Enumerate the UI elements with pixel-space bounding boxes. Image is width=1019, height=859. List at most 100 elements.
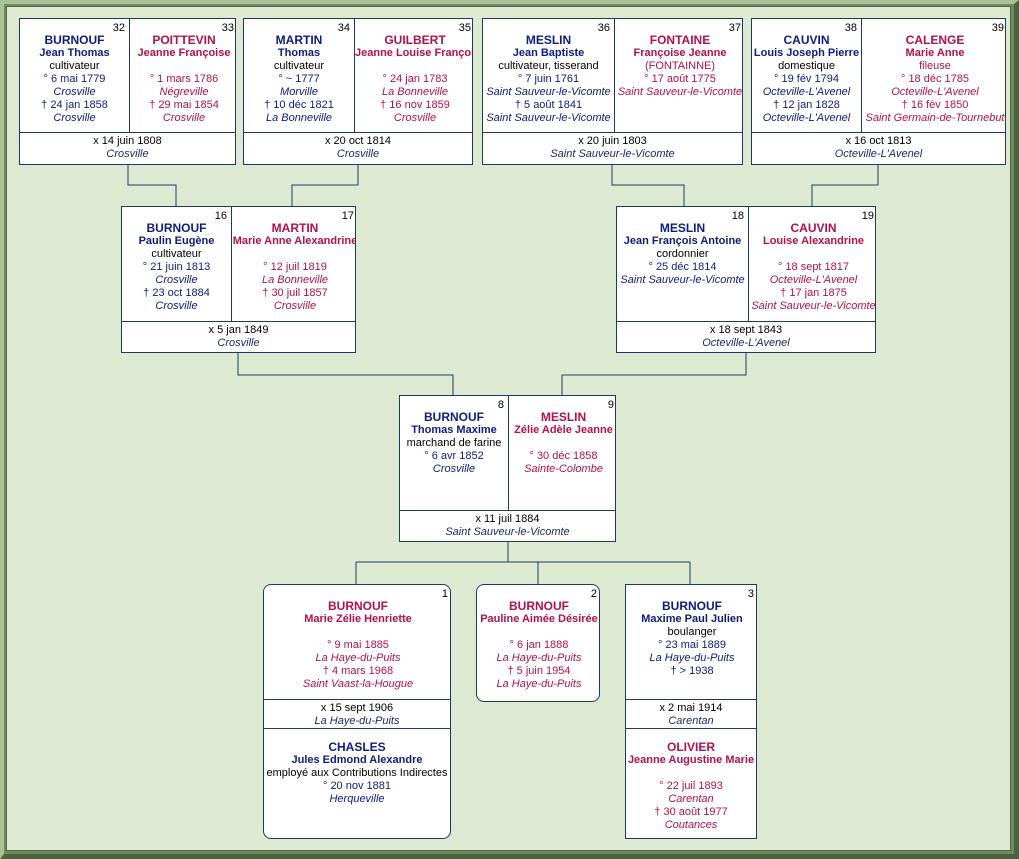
person-birth-place: La Bonneville <box>261 274 329 286</box>
child-box-3[interactable]: 3 BURNOUF Maxime Paul Julien boulanger °… <box>625 584 757 839</box>
sosa-number: 9 <box>607 399 614 411</box>
person-card-34[interactable]: 34 MARTIN Thomas cultivateur ° ~ 1777 Mo… <box>244 19 354 125</box>
child-box-2[interactable]: 2 BURNOUF Pauline Aimée Désirée ° 6 jan … <box>476 584 600 702</box>
couple-box-38-39[interactable]: 38 CAUVIN Louis Joseph Pierre domestique… <box>751 18 1006 165</box>
marriage-info: x 20 oct 1814 Crosville <box>244 132 472 161</box>
person-given-name: Jules Edmond Alexandre <box>291 754 423 766</box>
person-death-place: Crosville <box>53 112 96 124</box>
person-card-1[interactable]: 1 BURNOUF Marie Zélie Henriette ° 9 mai … <box>264 585 450 691</box>
couple-box-18-19[interactable]: 18 MESLIN Jean François Antoine cordonni… <box>616 206 876 353</box>
sosa-number: 34 <box>337 22 350 34</box>
marriage-date: x 20 juin 1803 <box>578 135 647 147</box>
person-birth: ° 6 mai 1779 <box>43 73 106 85</box>
person-death: † 24 jan 1858 <box>41 99 108 111</box>
person-birth: ° 23 mai 1889 <box>658 639 726 651</box>
sosa-number: 35 <box>458 22 471 34</box>
couple-box-32-33[interactable]: 32 BURNOUF Jean Thomas cultivateur ° 6 m… <box>19 18 236 165</box>
sosa-number: 19 <box>861 210 874 222</box>
sosa-number: 3 <box>747 588 754 600</box>
marriage-date: x 15 sept 1906 <box>320 702 394 714</box>
person-given-name: Jean Thomas <box>39 47 110 59</box>
person-birth: ° 19 fév 1794 <box>774 73 839 85</box>
person-surname: MARTIN <box>275 33 323 47</box>
person-birth-place: La Haye-du-Puits <box>649 652 735 664</box>
connector-line <box>237 352 454 395</box>
person-card-32[interactable]: 32 BURNOUF Jean Thomas cultivateur ° 6 m… <box>20 19 129 125</box>
person-birth: ° 21 juin 1813 <box>142 261 211 273</box>
connector-line <box>561 352 747 395</box>
person-given-name: Jean Baptiste <box>512 47 585 59</box>
marriage-date: x 18 sept 1843 <box>709 324 783 336</box>
person-card-8[interactable]: 8 BURNOUF Thomas Maxime marchand de fari… <box>400 396 508 476</box>
person-given-name: Françoise Jeanne <box>633 47 727 59</box>
person-surname: BURNOUF <box>328 599 388 613</box>
person-birth: ° 20 nov 1881 <box>322 780 391 792</box>
marriage-info: x 5 jan 1849 Crosville <box>122 321 355 350</box>
person-surname: CALENGE <box>905 33 965 47</box>
person-card-17[interactable]: 17 MARTIN Marie Anne Alexandrine ° 12 ju… <box>231 207 355 321</box>
person-death: † 30 juil 1857 <box>262 287 328 299</box>
person-given-name: Marie Zélie Henriette <box>304 613 412 625</box>
person-birth: ° 18 déc 1785 <box>900 73 969 85</box>
person-death-place: Crosville <box>393 112 437 124</box>
marriage-place: Carentan <box>668 715 714 727</box>
person-birth-place: Saint Sauveur-le-Vicomte <box>617 86 743 98</box>
connector-line <box>611 164 685 206</box>
person-birth-place: Sainte-Colombe <box>524 463 603 475</box>
person-card-33[interactable]: 33 POITTEVIN Jeanne Françoise ° 1 mars 1… <box>129 19 235 132</box>
marriage-place: Saint Sauveur-le-Vicomte <box>550 148 675 160</box>
person-card-36[interactable]: 36 MESLIN Jean Baptiste cultivateur, tis… <box>483 19 614 125</box>
person-card-18[interactable]: 18 MESLIN Jean François Antoine cordonni… <box>617 207 748 287</box>
person-card-37[interactable]: 37 FONTAINE Françoise Jeanne (FONTAINNE)… <box>614 19 743 132</box>
spouse-card-1[interactable]: CHASLES Jules Edmond Alexandre employé a… <box>264 728 450 806</box>
person-birth-place: Octeville-L'Avenel <box>891 86 979 98</box>
person-surname: BURNOUF <box>424 410 484 424</box>
person-given-name: Pauline Aimée Désirée <box>480 613 598 625</box>
person-birth-place: Crosville <box>155 274 198 286</box>
person-birth-place: Morville <box>280 86 318 98</box>
person-given-name: Maxime Paul Julien <box>641 613 743 625</box>
person-birth: ° 30 déc 1858 <box>529 450 598 462</box>
marriage-date: x 20 oct 1814 <box>324 135 392 147</box>
person-card-3[interactable]: 3 BURNOUF Maxime Paul Julien boulanger °… <box>626 585 756 678</box>
person-surname: MARTIN <box>271 221 319 235</box>
sosa-number: 18 <box>731 210 744 222</box>
person-death-place: Saint Vaast-la-Hougue <box>302 678 414 690</box>
person-death: † 30 août 1977 <box>654 806 728 818</box>
person-death-place: Crosville <box>273 300 317 312</box>
marriage-place: Octeville-L'Avenel <box>834 148 923 160</box>
marriage-place: Saint Sauveur-le-Vicomte <box>445 526 570 538</box>
person-birth-place: La Haye-du-Puits <box>315 652 401 664</box>
person-given-name: Jeanne Louise Françoise <box>355 47 472 59</box>
person-given-name: Louise Alexandrine <box>762 235 865 247</box>
person-death-place: Saint Germain-de-Tournebut <box>865 112 1005 124</box>
marriage-date: x 14 juin 1808 <box>93 135 162 147</box>
child-box-1[interactable]: 1 BURNOUF Marie Zélie Henriette ° 9 mai … <box>263 584 451 839</box>
person-card-19[interactable]: 19 CAUVIN Louise Alexandrine ° 18 sept 1… <box>748 207 875 321</box>
person-death: † 4 mars 1968 <box>322 665 394 677</box>
sosa-number: 2 <box>590 588 597 600</box>
person-surname: MESLIN <box>659 221 706 235</box>
person-birth: ° 18 sept 1817 <box>777 261 850 273</box>
person-birth-place: Saint Sauveur-le-Vicomte <box>486 86 611 98</box>
person-card-39[interactable]: 39 CALENGE Marie Anne fileuse ° 18 déc 1… <box>861 19 1005 132</box>
person-birth-place: Négreville <box>159 86 209 98</box>
marriage-info: x 20 juin 1803 Saint Sauveur-le-Vicomte <box>483 132 742 161</box>
person-occupation: employé aux Contributions Indirectes <box>266 767 448 779</box>
couple-box-34-35[interactable]: 34 MARTIN Thomas cultivateur ° ~ 1777 Mo… <box>243 18 473 165</box>
person-card-2[interactable]: 2 BURNOUF Pauline Aimée Désirée ° 6 jan … <box>477 585 599 691</box>
person-card-16[interactable]: 16 BURNOUF Paulin Eugène cultivateur ° 2… <box>122 207 231 313</box>
person-card-38[interactable]: 38 CAUVIN Louis Joseph Pierre domestique… <box>752 19 861 125</box>
marriage-info: x 14 juin 1808 Crosville <box>20 132 235 161</box>
person-card-35[interactable]: 35 GUILBERT Jeanne Louise Françoise ° 24… <box>354 19 472 132</box>
couple-box-16-17[interactable]: 16 BURNOUF Paulin Eugène cultivateur ° 2… <box>121 206 356 353</box>
connector-line <box>811 164 879 206</box>
person-birth-place: Herqueville <box>329 793 385 805</box>
couple-box-8-9[interactable]: 8 BURNOUF Thomas Maxime marchand de fari… <box>399 395 616 542</box>
sosa-number: 8 <box>497 399 504 411</box>
spouse-card-3[interactable]: OLIVIER Jeanne Augustine Marie ° 22 juil… <box>626 728 756 832</box>
person-occupation: cultivateur <box>151 248 202 260</box>
person-occupation: cultivateur <box>49 60 100 72</box>
couple-box-36-37[interactable]: 36 MESLIN Jean Baptiste cultivateur, tis… <box>482 18 743 165</box>
person-card-9[interactable]: 9 MESLIN Zélie Adèle Jeanne ° 30 déc 185… <box>508 396 615 510</box>
